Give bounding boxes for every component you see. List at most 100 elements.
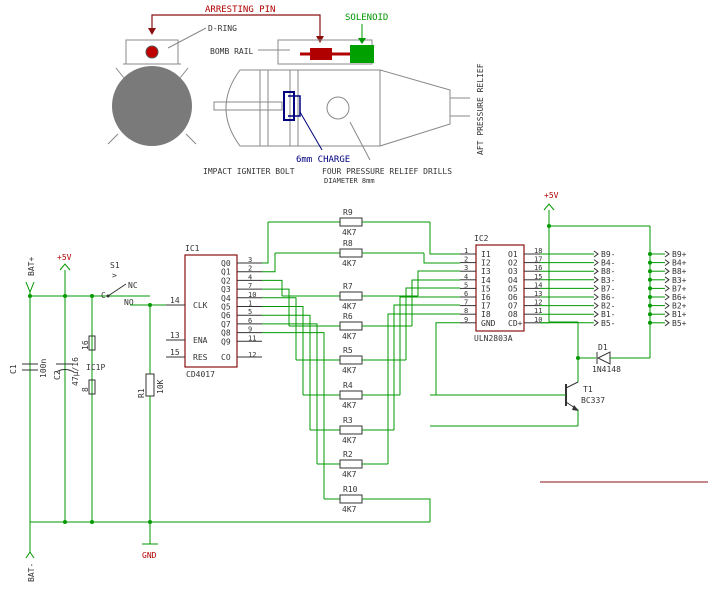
- igniter-bolt: [213, 101, 283, 111]
- connector-plus-label: B6+: [672, 293, 687, 302]
- d-ring-marker: [145, 45, 159, 59]
- resistor-name: R3: [343, 416, 353, 425]
- ic1-left-pin-num: 14: [170, 296, 180, 305]
- t1-part: BC337: [581, 396, 605, 405]
- ic1-output-pin: 10: [248, 291, 256, 299]
- ic2-input-label: I7: [481, 302, 491, 311]
- resistor-value: 4K7: [342, 470, 357, 479]
- ic2-output-label: O4: [508, 276, 518, 285]
- ic2-output-pin: 17: [534, 256, 542, 264]
- connector-plus-label: B7+: [672, 284, 687, 293]
- ic2-output-label: O8: [508, 310, 518, 319]
- ic2-input-pin: 2: [464, 256, 468, 264]
- ic2-input-label: I8: [481, 310, 491, 319]
- ic2-input-label: I5: [481, 284, 491, 293]
- resistor-body: [339, 321, 363, 331]
- connector-minus-label: B8-: [601, 267, 615, 276]
- ic1-left-pin-label: RES: [193, 353, 208, 362]
- ic2-output-pin: 10: [534, 316, 542, 324]
- ic1-left-pin-label: ENA: [193, 336, 208, 345]
- connector-plus-label: B5+: [672, 319, 687, 328]
- resistor-value: 4K7: [342, 436, 357, 445]
- ic2-output-label: O7: [508, 302, 518, 311]
- connector-plus-label: B8+: [672, 267, 687, 276]
- arresting-pin-label: ARRESTING PIN: [205, 5, 275, 15]
- connector-plus-label: B9+: [672, 250, 687, 259]
- r1-name: R1: [137, 388, 146, 398]
- resistor-body: [339, 355, 363, 365]
- resistor-body: [339, 390, 363, 400]
- connector-minus-label: B5-: [601, 319, 615, 328]
- resistor-name: R2: [343, 450, 353, 459]
- d-ring-label: D-RING: [208, 24, 237, 33]
- ic1-output-label: Q5: [221, 303, 231, 312]
- connector-plus-label: B1+: [672, 310, 687, 319]
- solenoid-body: [350, 45, 374, 63]
- ic1-co-label: CO: [221, 353, 231, 362]
- c2-name: C2: [53, 370, 62, 380]
- ic1-left-pin-label: CLK: [193, 301, 208, 310]
- bomb-sphere: [112, 66, 192, 146]
- connector-minus-label: B4-: [601, 259, 615, 268]
- resistor-name: R8: [343, 239, 353, 248]
- c1-name: C1: [9, 364, 18, 374]
- ic1-body: [184, 254, 238, 368]
- ic2-input-pin: 1: [464, 247, 468, 255]
- resistor-name: R7: [343, 282, 353, 291]
- ic2-input-label: GND: [481, 319, 496, 328]
- bomb-drawing: ARRESTING PIN D-RING BOMB RAIL SOLENOID: [107, 5, 485, 185]
- ic1-output-pin: 3: [248, 256, 252, 264]
- ic1-output-label: Q9: [221, 337, 231, 346]
- connector-plus-label: B2+: [672, 302, 687, 311]
- s1-nc: NC: [128, 281, 138, 290]
- ic1-co-pin: 12: [248, 351, 256, 359]
- ic1-name: IC1: [185, 244, 200, 253]
- resistor-name: R5: [343, 346, 353, 355]
- relief-drills-label: FOUR PRESSURE RELIEF DRILLS: [322, 167, 452, 176]
- vcc-left-label: +5V: [57, 253, 72, 262]
- ic1-output-label: Q0: [221, 259, 231, 268]
- output-section: +5V B9-B4-B8-B3-B7-B6-B2-B1-B5-B9+B4+B8+…: [430, 191, 708, 483]
- ic2-input-pin: 5: [464, 281, 468, 289]
- ic2-output-pin: 14: [534, 281, 542, 289]
- ic1-output-pin: 4: [248, 273, 252, 281]
- ic2-input-label: I1: [481, 250, 491, 259]
- s1-c: C: [101, 291, 106, 300]
- gnd-label: GND: [142, 551, 157, 560]
- ic2-input-label: I3: [481, 267, 491, 276]
- ic2-output-pin: 11: [534, 307, 542, 315]
- c2-value: 47µ/16: [71, 357, 80, 386]
- d-ring-leader: [167, 27, 207, 49]
- ic1-output-label: Q7: [221, 320, 231, 329]
- ic1-output-label: Q4: [221, 294, 231, 303]
- ic1-output-label: Q8: [221, 329, 231, 338]
- resistor-body: [339, 217, 363, 227]
- resistor-name: R10: [343, 485, 358, 494]
- ic2-input-pin: 4: [464, 273, 468, 281]
- ic1-output-pin: 5: [248, 308, 252, 316]
- resistor-value: 4K7: [342, 259, 357, 268]
- resistor-value: 4K7: [342, 228, 357, 237]
- arresting-pin-bracket: [151, 14, 321, 38]
- ic2-input-pin: 9: [464, 316, 468, 324]
- connector-minus-label: B1-: [601, 310, 615, 319]
- solenoid-label: SOLENOID: [345, 13, 388, 23]
- connector-minus-label: B3-: [601, 276, 615, 285]
- relief-drill-hole: [326, 96, 350, 120]
- r1-value: 10K: [156, 379, 165, 394]
- ic1-output-pin: 1: [248, 300, 252, 308]
- resistor-name: R4: [343, 381, 353, 390]
- resistor-body: [339, 494, 363, 504]
- torpedo-body: [225, 69, 451, 147]
- ic2-output-label: O3: [508, 267, 518, 276]
- connector-plus-label: B3+: [672, 276, 687, 285]
- ic1-output-label: Q3: [221, 285, 231, 294]
- ic1-output-pin: 7: [248, 282, 252, 290]
- vcc-right-label: +5V: [544, 191, 559, 200]
- ic2-output-label: O2: [508, 259, 518, 268]
- charge-label: 6mm CHARGE: [296, 155, 350, 165]
- ic1-part: CD4017: [186, 370, 215, 379]
